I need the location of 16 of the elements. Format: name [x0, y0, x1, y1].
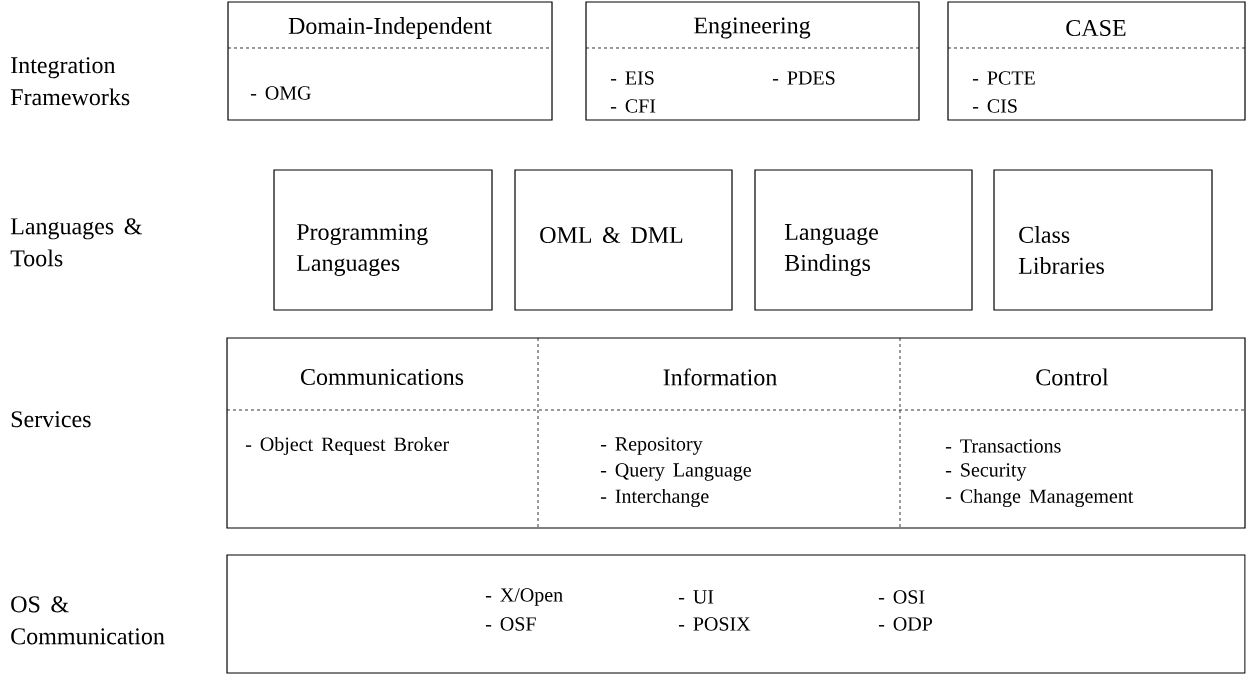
- service-column: Control - Transactions - Security - Change Management: [945, 368, 1134, 508]
- service-column: Communications - Object Request Broker: [245, 368, 464, 456]
- tool-box: Programming Languages: [273, 169, 493, 311]
- framework-box: Domain-Independent - OMG: [227, 1, 553, 121]
- row-label: Services: [11, 411, 91, 428]
- service-column: Information - Repository - Query Language - Interchange: [600, 368, 777, 508]
- row-label: Integration Frameworks: [10, 57, 130, 106]
- services-box: [226, 337, 1246, 529]
- tool-box: OML & DML: [514, 169, 733, 311]
- row-label: OS & Communication: [11, 596, 165, 645]
- framework-box: CASE - PCTE - CIS: [947, 1, 1246, 121]
- tool-box: Language Bindings: [754, 169, 973, 311]
- framework-box: Engineering - EIS - PDES - CFI: [585, 1, 920, 121]
- row-label: Languages & Tools: [10, 218, 142, 267]
- tool-box: Class Libraries: [993, 169, 1213, 311]
- platform-box: - X/Open - UI - OSI - OSF - POSIX - ODP: [226, 554, 1246, 674]
